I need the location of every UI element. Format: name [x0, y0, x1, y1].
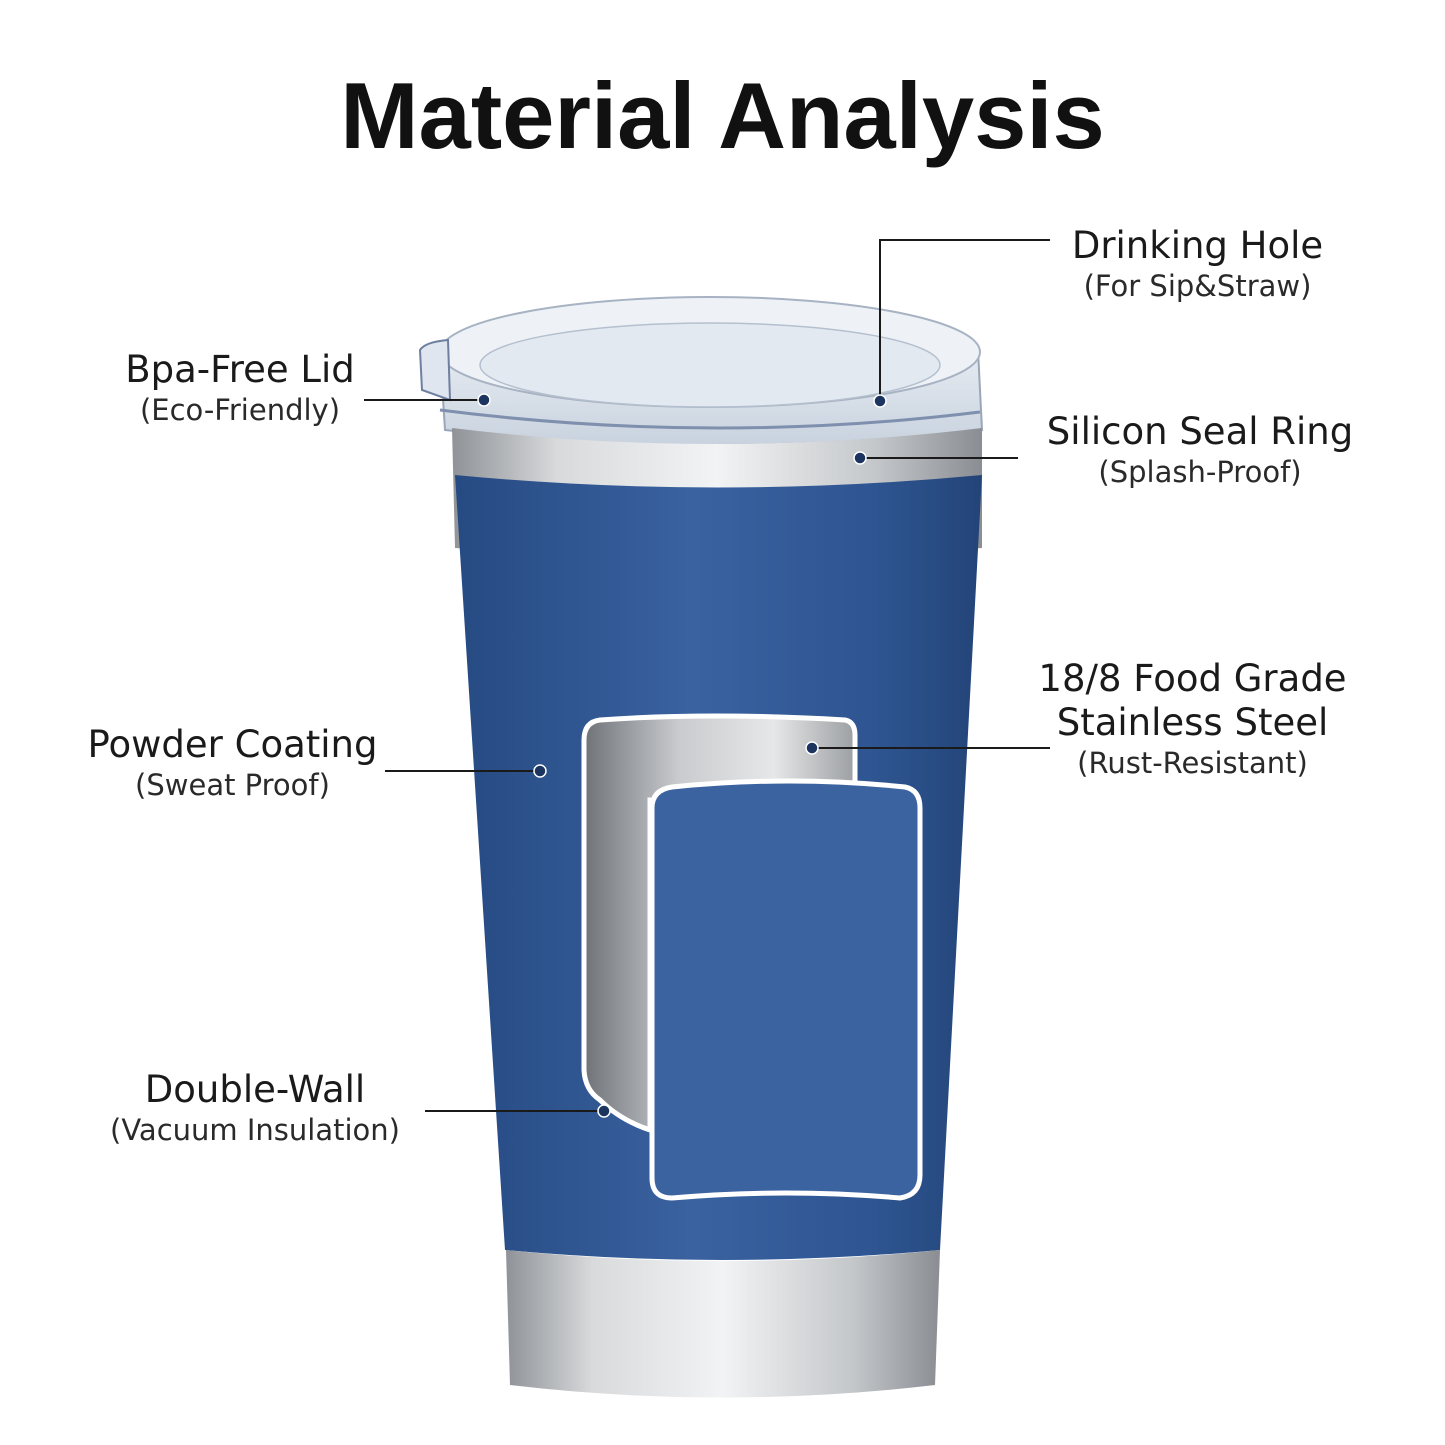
label-stainless-steel: 18/8 Food Grade Stainless Steel (Rust-Re…	[1025, 657, 1360, 781]
lid	[418, 296, 984, 446]
double-wall-marker	[597, 1104, 611, 1118]
powder-coating-marker	[533, 764, 547, 778]
steel-marker	[805, 741, 819, 755]
label-powder-coating: Powder Coating (Sweat Proof)	[70, 723, 395, 803]
lid-marker	[477, 393, 491, 407]
label-sub: (Rust-Resistant)	[1077, 746, 1308, 780]
label-main-2: Stainless Steel	[1056, 701, 1329, 744]
label-bpa-free-lid: Bpa-Free Lid (Eco-Friendly)	[110, 348, 370, 428]
drinking-hole-marker	[873, 394, 887, 408]
label-silicon-seal-ring: Silicon Seal Ring (Splash-Proof)	[1030, 410, 1370, 490]
label-main-1: 18/8 Food Grade	[1038, 657, 1347, 700]
label-sub: (Splash-Proof)	[1098, 455, 1302, 489]
outer-wall-panel	[649, 778, 923, 1201]
label-main: Drinking Hole	[1071, 224, 1324, 267]
label-sub: (Eco-Friendly)	[139, 393, 341, 427]
label-drinking-hole: Drinking Hole (For Sip&Straw)	[1055, 224, 1340, 304]
bottom-steel-band	[506, 1250, 940, 1398]
label-double-wall: Double-Wall (Vacuum Insulation)	[90, 1068, 420, 1148]
label-main: Silicon Seal Ring	[1046, 410, 1354, 453]
label-sub: (Vacuum Insulation)	[110, 1113, 400, 1147]
label-sub: (Sweat Proof)	[135, 768, 330, 802]
label-main: Double-Wall	[144, 1068, 366, 1111]
label-main: Bpa-Free Lid	[125, 348, 355, 391]
label-main: Powder Coating	[87, 723, 378, 766]
page-title: Material Analysis	[340, 63, 1105, 168]
seal-ring-marker	[853, 451, 867, 465]
label-sub: (For Sip&Straw)	[1083, 269, 1312, 303]
